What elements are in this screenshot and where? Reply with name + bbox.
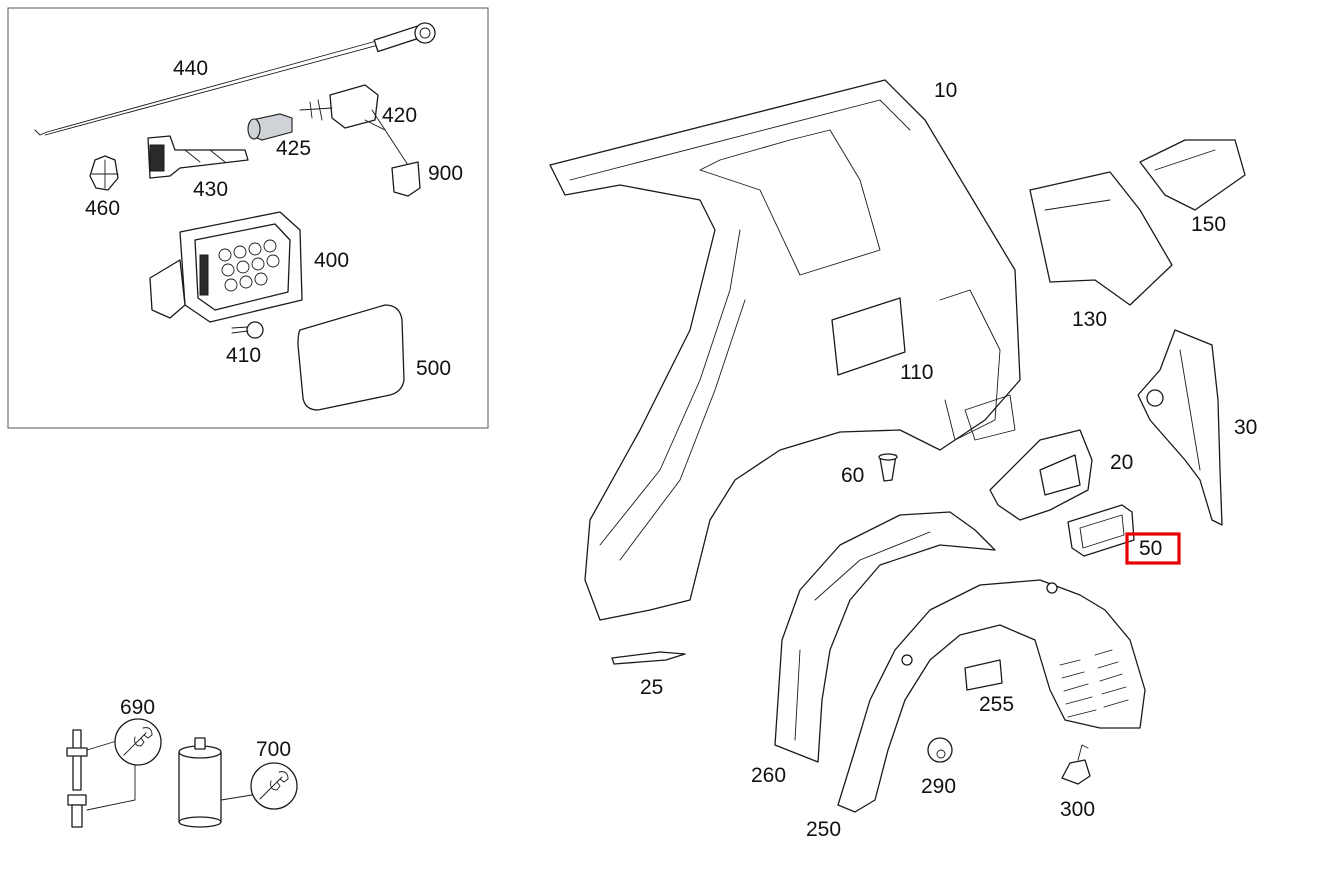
callout-255: 255	[979, 693, 1014, 716]
part-460-clip[interactable]	[89, 155, 119, 191]
callout-400: 400	[314, 249, 349, 272]
callout-10: 10	[934, 79, 957, 102]
part-700-canister[interactable]	[178, 737, 253, 828]
callout-900: 900	[428, 162, 463, 185]
wrench-icon-700	[250, 762, 298, 810]
callout-250: 250	[806, 818, 841, 841]
inset-frame	[7, 7, 489, 429]
part-60-plug[interactable]	[878, 453, 898, 482]
part-20-filler-pocket[interactable]	[989, 429, 1093, 521]
body-parts-main: 10 150 130 110 30 20 60 50 25 255 260 29…	[549, 79, 1257, 841]
callout-60: 60	[841, 464, 864, 487]
part-10-side-panel[interactable]	[549, 79, 1021, 621]
part-290-nut[interactable]	[927, 737, 953, 763]
callout-130: 130	[1072, 308, 1107, 331]
part-500-flap[interactable]	[297, 304, 405, 411]
part-110-label[interactable]	[831, 297, 906, 376]
part-25-strip[interactable]	[611, 651, 686, 665]
callout-20: 20	[1110, 451, 1133, 474]
part-130-panel[interactable]	[1029, 171, 1173, 306]
callout-425: 425	[276, 137, 311, 160]
callout-410: 410	[226, 344, 261, 367]
callout-440: 440	[173, 57, 208, 80]
part-400-filler-housing[interactable]	[149, 211, 303, 323]
part-260-arch-liner[interactable]	[774, 511, 996, 763]
fuel-flap-inset: 440 420 425 430 460 900 400 410 500	[7, 7, 489, 429]
callout-430: 430	[193, 178, 228, 201]
part-425-lock[interactable]	[247, 113, 293, 141]
part-900[interactable]	[391, 161, 421, 197]
wrench-icon-690	[114, 718, 162, 766]
callout-290: 290	[921, 775, 956, 798]
part-255-pad[interactable]	[964, 659, 1003, 691]
highlight-box-50	[1125, 532, 1181, 565]
callout-30: 30	[1234, 416, 1257, 439]
callout-420: 420	[382, 104, 417, 127]
accessories: 690 700	[66, 696, 298, 828]
callout-690: 690	[120, 696, 155, 719]
callout-110: 110	[900, 361, 933, 384]
part-150-trim[interactable]	[1139, 139, 1246, 211]
part-50-filler-insert[interactable]	[1067, 504, 1135, 557]
part-300-clip[interactable]	[1061, 744, 1091, 785]
liner-vents	[1059, 649, 1129, 718]
part-250-inner-liner[interactable]	[837, 579, 1146, 813]
callout-260: 260	[751, 764, 786, 787]
part-430-bracket[interactable]	[147, 135, 249, 179]
callout-50[interactable]: 50	[1139, 537, 1162, 560]
callout-25: 25	[640, 676, 663, 699]
callout-500: 500	[416, 357, 451, 380]
part-440-cable[interactable]	[34, 22, 436, 136]
part-410-bolt[interactable]	[231, 321, 264, 339]
filler-grille	[218, 239, 280, 292]
callout-300: 300	[1060, 798, 1095, 821]
part-420-actuator[interactable]	[299, 84, 409, 166]
callout-460: 460	[85, 197, 120, 220]
callout-700: 700	[256, 738, 291, 761]
part-30-bracket[interactable]	[1137, 329, 1223, 526]
part-690-fasteners[interactable]	[66, 729, 136, 828]
callout-150: 150	[1191, 213, 1226, 236]
